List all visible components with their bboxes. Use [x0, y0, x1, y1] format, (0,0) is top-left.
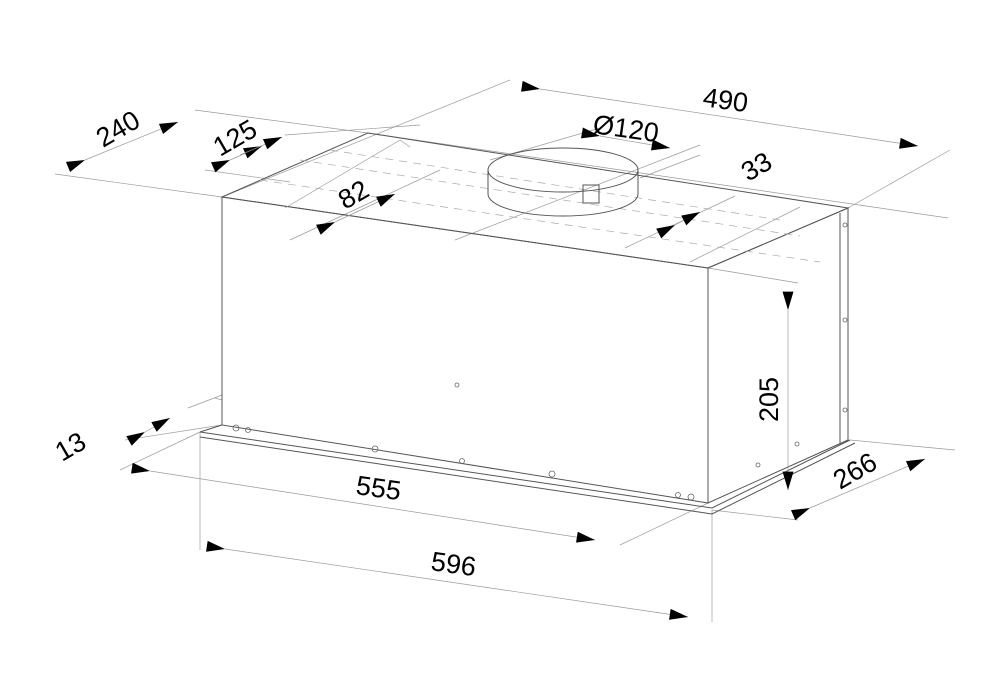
dim-266: 266: [828, 447, 882, 496]
dim-duct-diameter: Ø120: [591, 109, 661, 148]
dim-125: 125: [208, 114, 262, 163]
dim-490: 490: [701, 82, 750, 118]
duct-collar: [487, 147, 639, 217]
dim-33: 33: [736, 146, 777, 187]
dim-13: 13: [50, 426, 91, 467]
dim-82: 82: [333, 174, 374, 215]
dim-555: 555: [354, 470, 403, 506]
dimension-lines: [65, 80, 926, 620]
dim-596: 596: [429, 546, 478, 582]
dim-205: 205: [754, 377, 784, 422]
dim-240: 240: [91, 105, 145, 154]
extension-lines: [54, 79, 956, 622]
